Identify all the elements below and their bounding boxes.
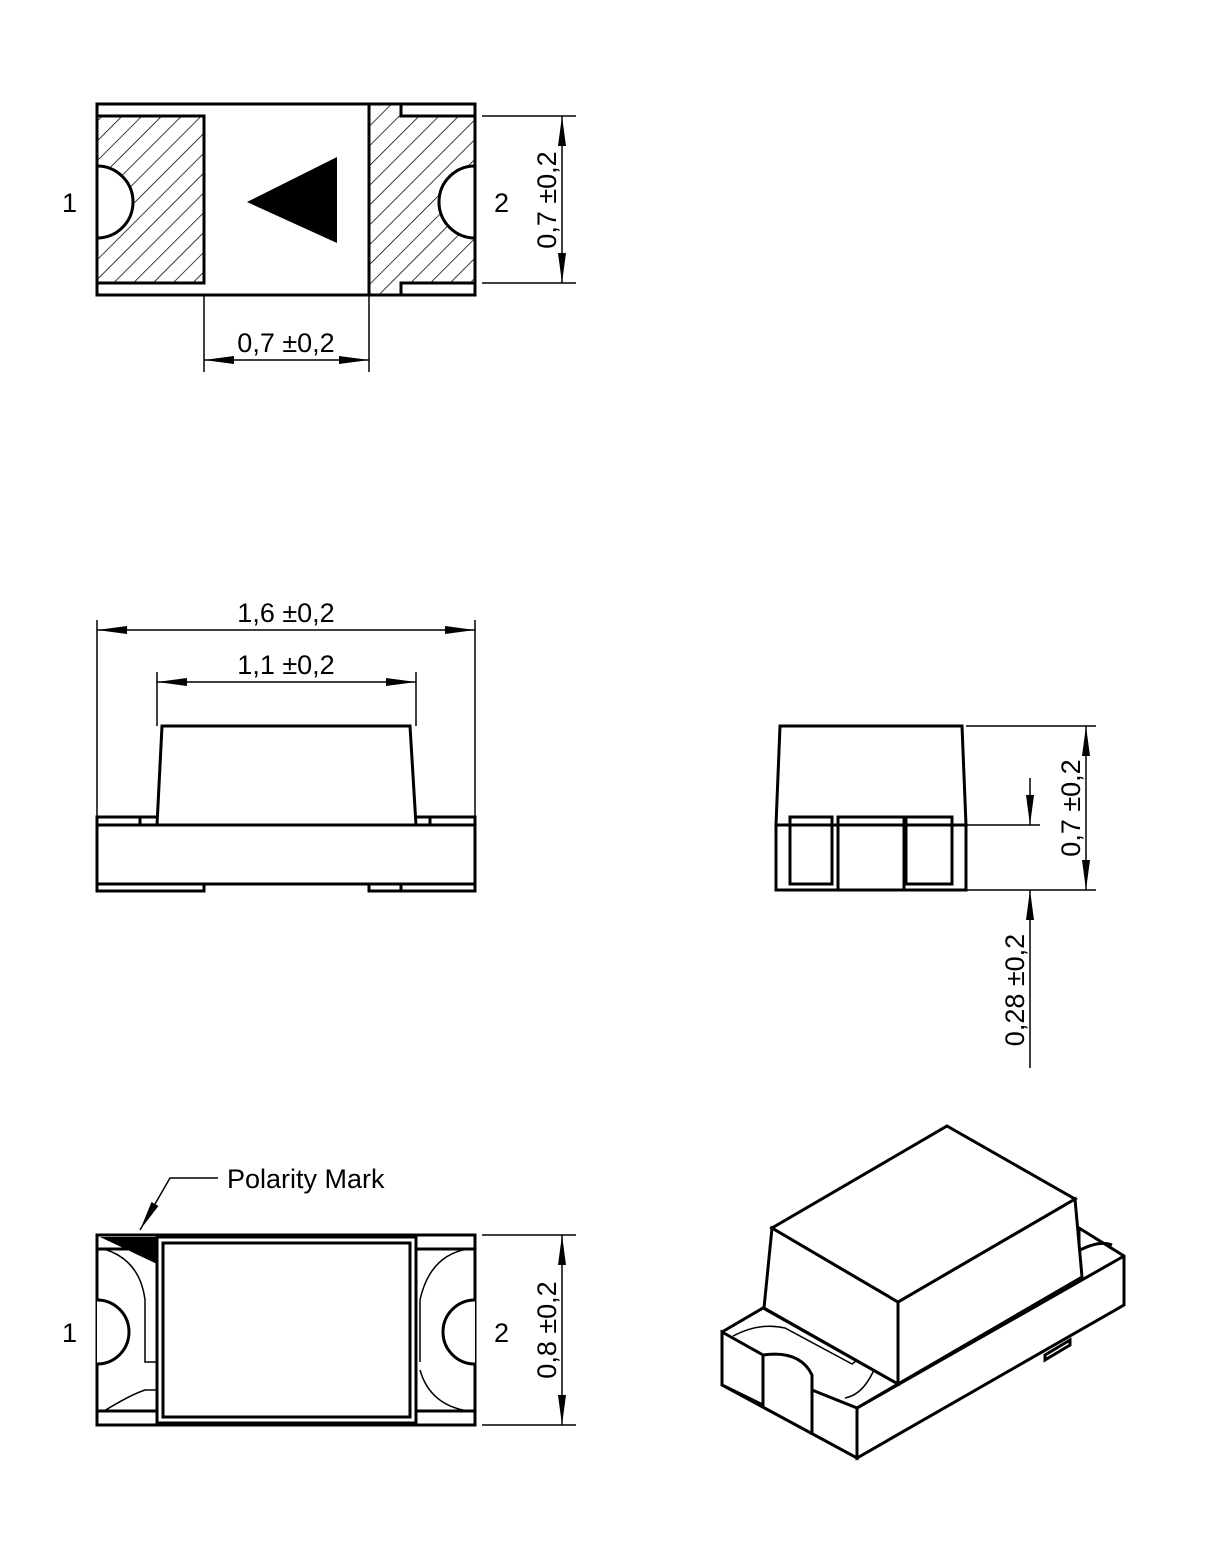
height-dimension: 0,7 ±0,2 bbox=[532, 151, 562, 248]
pad-right bbox=[367, 102, 477, 297]
pad-left bbox=[95, 114, 206, 285]
lens-top bbox=[769, 1124, 1079, 1304]
polarity-triangle bbox=[247, 157, 337, 243]
pin1-label: 1 bbox=[62, 188, 77, 218]
polarity-mark bbox=[100, 1237, 157, 1264]
lens bbox=[155, 1235, 418, 1425]
pin2-label: 2 bbox=[494, 188, 509, 218]
isometric-view bbox=[720, 1124, 1126, 1461]
top-view: 1 2 0,7 ±0,2 0,7 ±0,2 bbox=[62, 102, 576, 372]
lens-length-dimension: 1,1 ±0,2 bbox=[237, 650, 334, 680]
width-dimension: 0,7 ±0,2 bbox=[237, 328, 334, 358]
side-view: 1,6 ±0,2 1,1 ±0,2 bbox=[95, 598, 477, 893]
pin2-label: 2 bbox=[494, 1318, 509, 1348]
total-length-dimension: 1,6 ±0,2 bbox=[237, 598, 334, 628]
base-height-dimension: 0,28 ±0,2 bbox=[1000, 934, 1030, 1046]
end-view: 0,7 ±0,2 0,28 ±0,2 bbox=[774, 724, 1096, 1068]
height-dimension: 0,8 ±0,2 bbox=[532, 1281, 562, 1378]
bottom-view: Polarity Mark 1 2 0,8 ±0,2 bbox=[62, 1164, 576, 1427]
pin1-label: 1 bbox=[62, 1318, 77, 1348]
polarity-label: Polarity Mark bbox=[227, 1164, 385, 1194]
height-dimension: 0,7 ±0,2 bbox=[1056, 759, 1086, 856]
